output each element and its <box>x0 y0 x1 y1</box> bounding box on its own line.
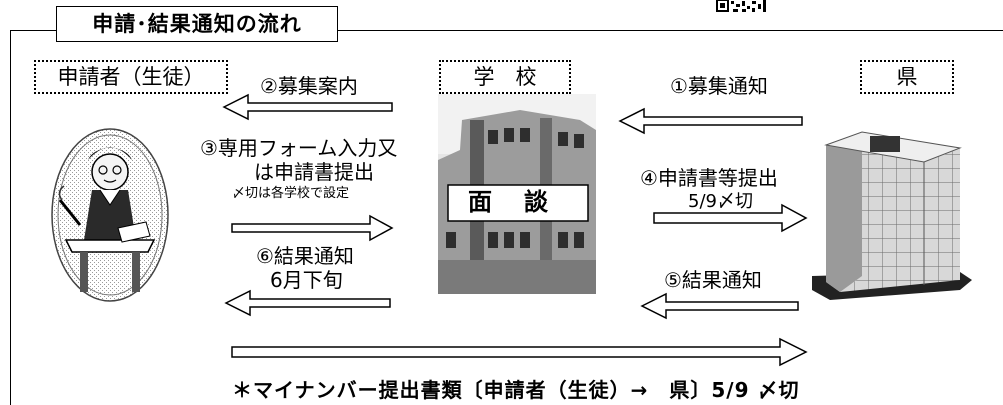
step4-deadline: 5/9〆切 <box>688 191 753 212</box>
step6-label-line1: ⑥結果通知 <box>256 244 354 268</box>
step5-label: ⑤結果通知 <box>664 268 762 292</box>
school-label: 学 校 <box>439 60 571 94</box>
mynumber-note: ＊マイナンバー提出書類〔申請者（生徒）→ 県〕5/9 〆切 <box>232 378 800 402</box>
prefecture-label: 県 <box>860 60 954 94</box>
arrow-step3 <box>231 214 394 242</box>
step3-label-line1: ③専用フォーム入力又 <box>200 136 398 160</box>
diagram-title: 申請･結果通知の流れ <box>56 6 338 42</box>
interview-sign: 面 談 <box>468 188 552 216</box>
arrow-step5 <box>640 292 799 320</box>
step2-label: ②募集案内 <box>260 74 358 98</box>
step4-label-line1: ④申請書等提出 <box>640 166 778 190</box>
applicant-label: 申請者（生徒） <box>34 60 228 94</box>
arrow-step4 <box>653 203 808 233</box>
step6-label-line2: 6月下旬 <box>270 268 343 292</box>
arrow-step1 <box>618 107 803 135</box>
step3-label-line2: は申請書提出 <box>254 160 374 184</box>
arrow-mynumber <box>231 337 808 367</box>
frame-left-border <box>10 30 11 405</box>
arrow-step6 <box>224 289 391 317</box>
step3-deadline-note: 〆切は各学校で設定 <box>232 186 350 201</box>
qr-code-icon <box>716 0 767 14</box>
student-illustration <box>51 128 169 302</box>
school-building-photo <box>438 94 596 294</box>
prefecture-building-photo <box>812 131 972 300</box>
arrow-step2 <box>222 93 393 121</box>
frame-top-border <box>10 30 1003 31</box>
step1-label: ①募集通知 <box>670 74 768 98</box>
